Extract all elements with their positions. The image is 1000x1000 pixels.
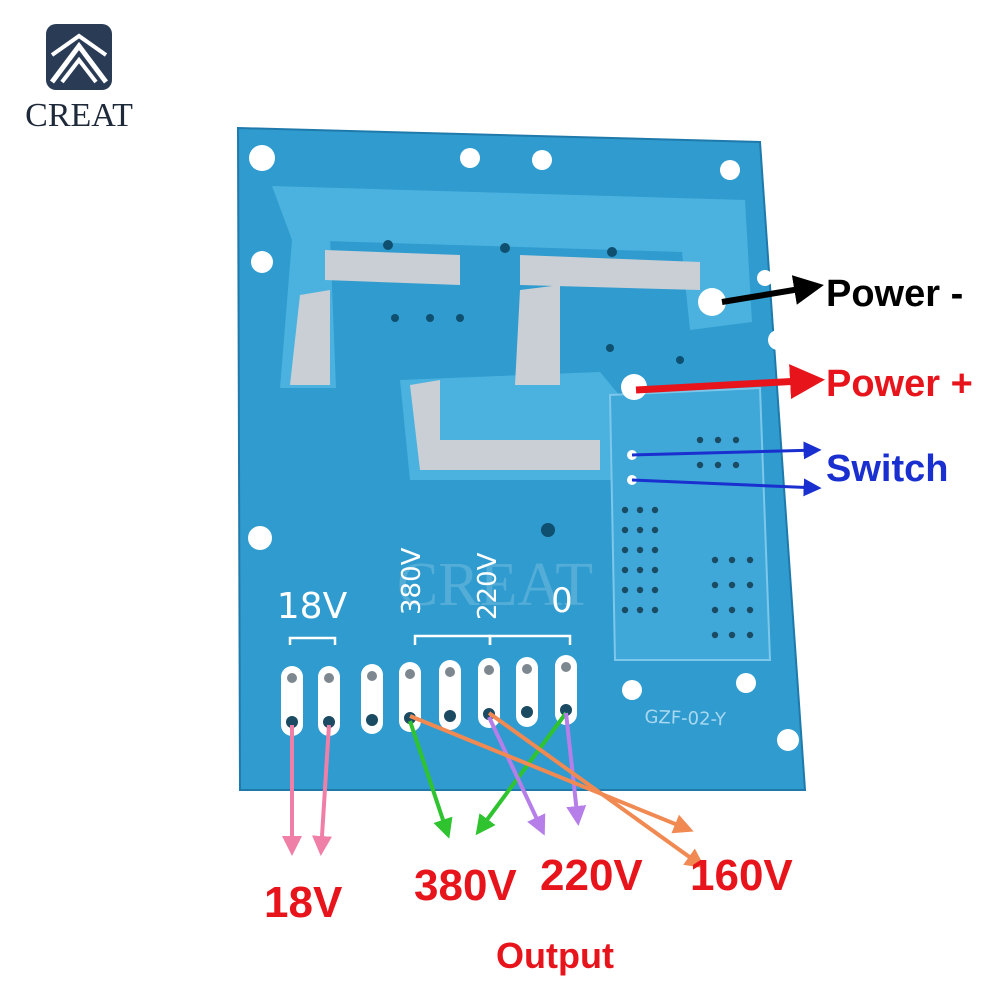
switch-arrow-1 [631,441,822,460]
output-terminal-row [281,655,577,736]
output-220v-arrow-1 [487,716,546,836]
terminal [439,660,461,730]
silkscreen-label-380v: 380V [397,547,427,615]
switch-label: Switch [826,448,948,490]
output-18v-arrow-2 [312,724,332,856]
terminal [281,666,303,736]
terminal [318,666,340,736]
terminal [361,664,383,734]
terminal [399,662,421,732]
output-380v-arrow-2 [475,711,568,836]
silkscreen-label-220v: 220V [473,552,503,620]
silkscreen-label-18v: 18V [277,586,348,627]
terminal [516,657,538,727]
creat-logo: CREAT [25,24,133,134]
creat-mountain-logo-icon [46,24,112,90]
silkscreen-label-0: 0 [551,581,573,621]
watermark-text: CREAT [397,551,593,619]
terminal [555,655,577,725]
output-220v-label: 220V [540,851,643,900]
output-220v-arrow-2 [564,712,587,826]
board-model-label: GZF-02-Y [644,707,727,731]
output-160v-arrow-1 [409,714,694,834]
brand-name: CREAT [25,97,133,134]
power-plus-arrow [635,364,825,400]
output-title: Output [496,935,614,976]
output-380v-arrow-1 [408,720,453,839]
output-160v-label: 160V [690,851,793,900]
output-160v-arrow-2 [487,711,706,869]
output-18v-label: 18V [264,878,343,927]
output-380v-label: 380V [414,861,517,910]
power-minus-arrow [721,275,824,305]
power-plus-label: Power + [826,363,973,405]
power-minus-label: Power - [826,273,963,315]
switch-arrow-2 [631,478,822,497]
pcb-board: 18V 380V 220V 0 GZF-02-Y CREAT [236,126,807,791]
